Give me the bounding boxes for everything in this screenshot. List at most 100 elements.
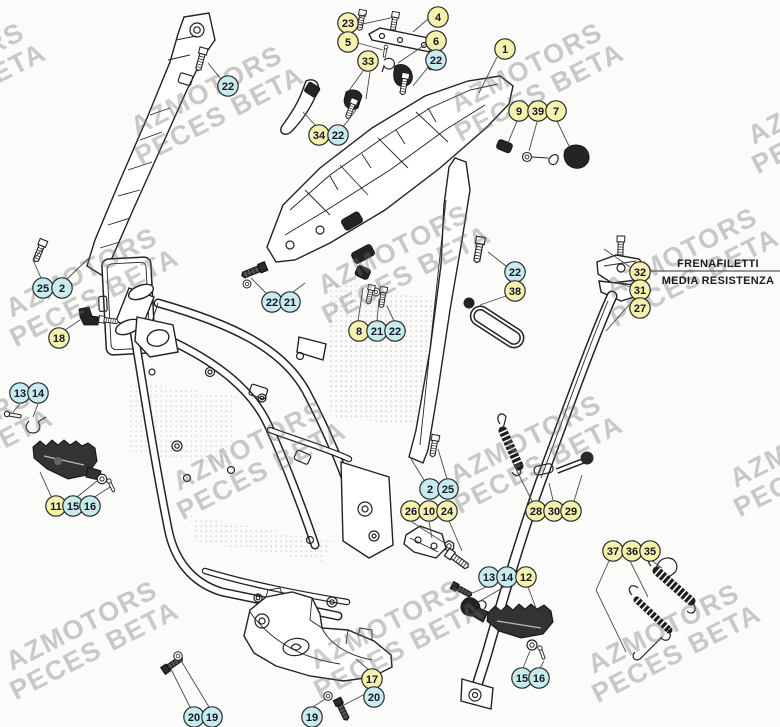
callout-25: 25 [437, 478, 459, 500]
callout-39: 39 [527, 100, 549, 122]
callout-19: 19 [301, 706, 323, 727]
svg-text:22: 22 [332, 130, 344, 142]
svg-text:7: 7 [553, 106, 559, 118]
part-note: FRENAFILETTI MEDIA RESISTENZA [651, 258, 780, 287]
callout-14: 14 [496, 566, 518, 588]
svg-text:11: 11 [50, 501, 62, 513]
callout-36: 36 [621, 540, 643, 562]
svg-text:26: 26 [405, 506, 417, 518]
halftone-shading [127, 280, 446, 562]
svg-text:10: 10 [423, 506, 435, 518]
svg-text:25: 25 [37, 283, 49, 295]
callout-28: 28 [525, 500, 547, 522]
svg-text:13: 13 [483, 572, 495, 584]
svg-text:35: 35 [644, 546, 656, 558]
callout-32: 32 [629, 261, 651, 283]
svg-text:4: 4 [435, 12, 442, 24]
callout-4: 4 [427, 6, 449, 28]
svg-text:16: 16 [84, 501, 96, 513]
callout-10: 10 [418, 500, 440, 522]
callout-16: 16 [79, 495, 101, 517]
callout-14: 14 [27, 382, 49, 404]
svg-text:15: 15 [67, 501, 79, 513]
svg-text:29: 29 [565, 506, 577, 518]
svg-text:24: 24 [441, 506, 454, 518]
callout-22: 22 [425, 49, 447, 71]
callout-7: 7 [545, 100, 567, 122]
svg-text:20: 20 [368, 692, 380, 704]
svg-text:39: 39 [532, 106, 544, 118]
skid-plate-part [243, 587, 393, 682]
callout-8: 8 [348, 320, 370, 342]
svg-text:2: 2 [427, 484, 433, 496]
svg-text:13: 13 [14, 388, 26, 400]
callout-18: 18 [48, 327, 70, 349]
svg-text:36: 36 [626, 546, 638, 558]
tool-handle-part [463, 235, 525, 349]
callout-21: 21 [279, 291, 301, 313]
svg-text:12: 12 [520, 572, 532, 584]
svg-text:31: 31 [634, 285, 646, 297]
svg-text:22: 22 [266, 297, 278, 309]
callout-9: 9 [508, 100, 530, 122]
svg-text:25: 25 [442, 484, 454, 496]
left-footpeg-group [3, 410, 117, 493]
callout-6: 6 [425, 30, 447, 52]
callout-15: 15 [62, 495, 84, 517]
svg-text:22: 22 [509, 267, 521, 279]
callout-1: 1 [494, 38, 516, 60]
callout-30: 30 [543, 500, 565, 522]
svg-text:20: 20 [188, 712, 200, 724]
callout-23: 23 [337, 12, 359, 34]
callout-5: 5 [337, 31, 359, 53]
svg-text:5: 5 [345, 37, 351, 49]
svg-text:38: 38 [509, 286, 521, 298]
grab-handle-part [280, 79, 321, 135]
svg-text:22: 22 [389, 326, 401, 338]
svg-text:30: 30 [548, 506, 560, 518]
callout-31: 31 [629, 279, 651, 301]
callout-22: 22 [384, 320, 406, 342]
svg-text:19: 19 [206, 712, 218, 724]
svg-text:8: 8 [356, 326, 362, 338]
svg-text:18: 18 [53, 333, 65, 345]
callout-22: 22 [261, 291, 283, 313]
svg-text:33: 33 [362, 56, 374, 68]
svg-text:9: 9 [516, 106, 522, 118]
callout-13: 13 [478, 566, 500, 588]
frame-mount-hardware [239, 261, 389, 309]
callout-17: 17 [361, 668, 383, 690]
svg-text:23: 23 [342, 18, 354, 30]
right-footpeg-group [449, 581, 554, 661]
callout-22: 22 [504, 261, 526, 283]
svg-text:22: 22 [222, 81, 234, 93]
svg-text:21: 21 [371, 326, 383, 338]
note-line2: MEDIA RESISTENZA [662, 275, 775, 287]
frame-fitting-part [78, 306, 120, 326]
svg-text:16: 16 [533, 673, 545, 685]
callout-19: 19 [201, 706, 223, 727]
callout-20: 20 [183, 706, 205, 727]
svg-text:2: 2 [59, 283, 65, 295]
svg-text:37: 37 [607, 546, 619, 558]
svg-text:27: 27 [634, 303, 646, 315]
svg-text:28: 28 [530, 506, 542, 518]
svg-text:6: 6 [433, 36, 439, 48]
callout-22: 22 [327, 124, 349, 146]
callout-29: 29 [560, 500, 582, 522]
svg-text:17: 17 [366, 674, 378, 686]
stand-springs-group [628, 555, 696, 661]
callout-22: 22 [217, 75, 239, 97]
svg-text:1: 1 [502, 44, 508, 56]
callout-2: 2 [51, 277, 73, 299]
callout-25: 25 [32, 277, 54, 299]
svg-text:34: 34 [313, 130, 326, 142]
callout-13: 13 [9, 382, 31, 404]
callout-27: 27 [629, 297, 651, 319]
callout-35: 35 [639, 540, 661, 562]
subframe-part [266, 75, 514, 264]
callout-33: 33 [357, 50, 379, 72]
svg-text:19: 19 [306, 712, 318, 724]
callout-16: 16 [528, 667, 550, 689]
